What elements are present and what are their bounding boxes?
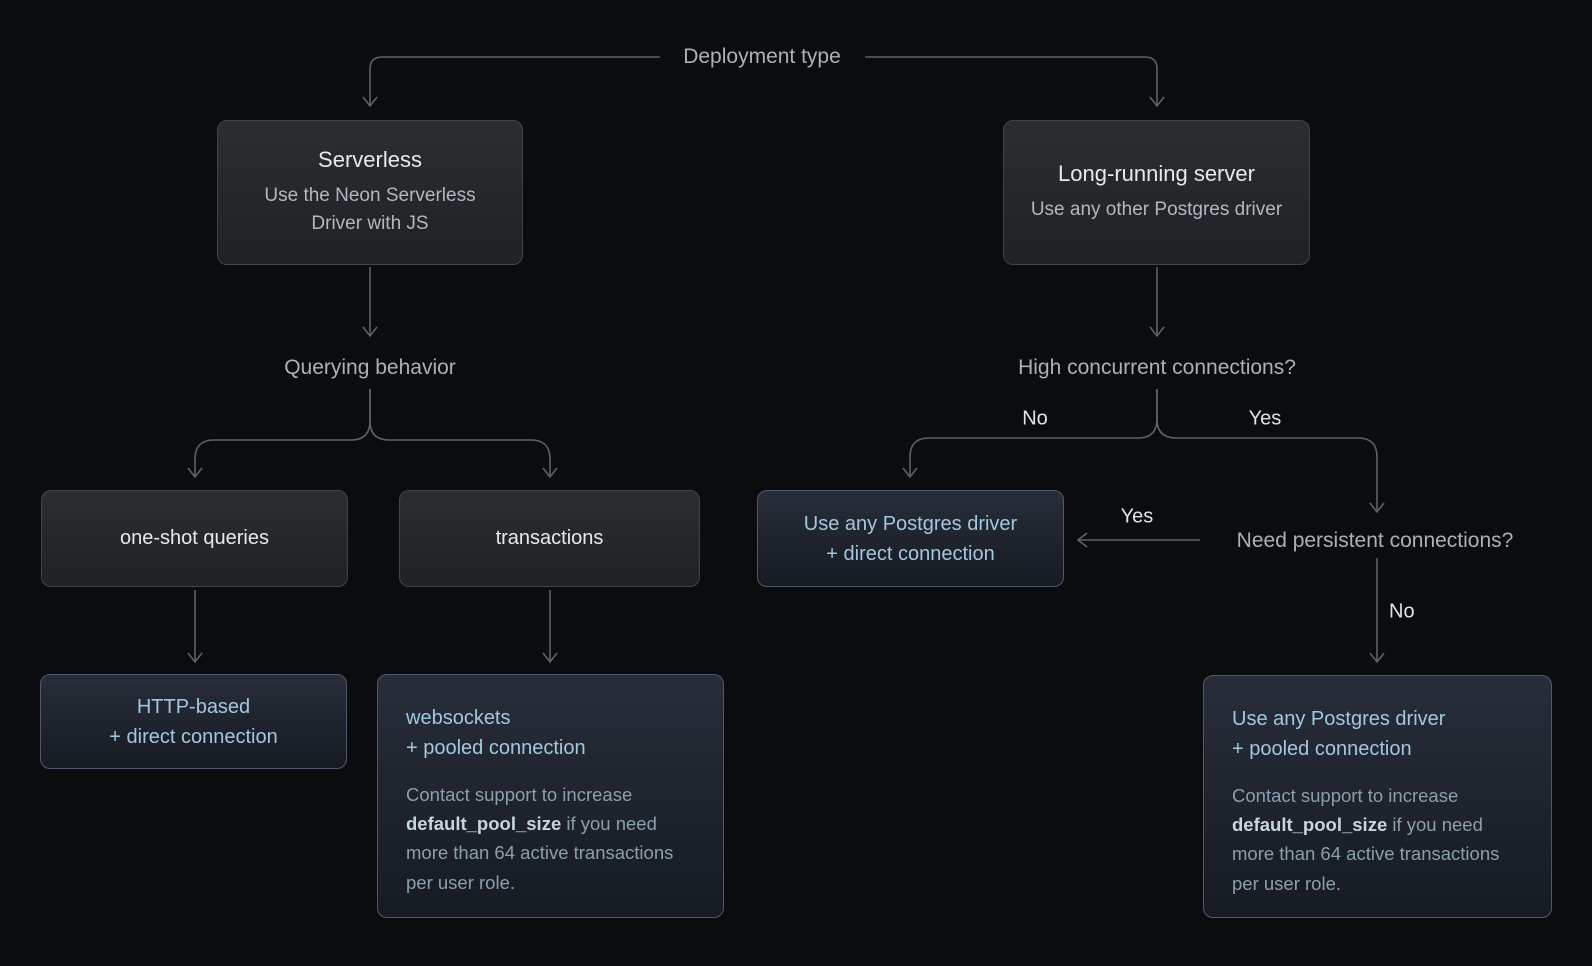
node-websockets-line2: + pooled connection	[406, 737, 586, 759]
edge-deployment-to-longrunning	[865, 56, 1165, 108]
node-one-shot-queries: one-shot queries	[41, 490, 348, 587]
node-serverless: Serverless Use the Neon Serverless Drive…	[217, 120, 523, 265]
edge-querying-to-transactions	[369, 389, 558, 479]
note-post: if you need more than 64 active transact…	[406, 813, 674, 893]
node-pooled-connection: Use any Postgres driver + pooled connect…	[1203, 675, 1552, 918]
node-websockets-pooled: websockets + pooled connection Contact s…	[377, 674, 724, 918]
node-serverless-title: Serverless	[318, 147, 422, 173]
note-post: if you need more than 64 active transact…	[1232, 814, 1500, 894]
node-http-based: HTTP-based + direct connection	[40, 674, 347, 769]
label-high-concurrent-connections: High concurrent connections?	[1018, 356, 1296, 379]
label-persistent-no: No	[1389, 600, 1415, 623]
edge-querying-to-oneshot	[187, 389, 371, 479]
node-http-line2: + direct connection	[109, 725, 278, 748]
note-bold: default_pool_size	[1232, 814, 1388, 836]
note-bold: default_pool_size	[406, 813, 562, 835]
node-transactions-label: transactions	[495, 527, 604, 549]
node-websockets-note: Contact support to increase default_pool…	[406, 780, 695, 897]
node-direct-connection: Use any Postgres driver + direct connect…	[757, 490, 1064, 587]
node-pooled-line2: + pooled connection	[1232, 738, 1412, 760]
node-serverless-subtitle: Use the Neon Serverless Driver with JS	[264, 185, 476, 234]
label-need-persistent-connections: Need persistent connections?	[1236, 529, 1514, 552]
node-long-running-title: Long-running server	[1058, 161, 1255, 187]
node-websockets-line1: websockets	[406, 707, 511, 729]
label-deployment-type: Deployment type	[673, 45, 851, 69]
node-http-line1: HTTP-based	[136, 695, 251, 718]
node-long-running-subtitle: Use any other Postgres driver	[1030, 199, 1283, 221]
node-long-running-server: Long-running server Use any other Postgr…	[1003, 120, 1310, 265]
node-transactions: transactions	[399, 490, 700, 587]
edge-highconcurrent-no-to-direct	[902, 389, 1158, 479]
label-querying-behavior: Querying behavior	[284, 356, 456, 379]
note-pre: Contact support to increase	[1232, 785, 1459, 806]
label-branch-no: No	[1022, 407, 1048, 430]
edge-highconcurrent-yes-to-persistent	[1156, 389, 1385, 514]
node-pooled-line1: Use any Postgres driver	[1232, 708, 1446, 730]
node-direct-line2: + direct connection	[826, 542, 995, 565]
label-persistent-yes: Yes	[1120, 505, 1154, 528]
node-pooled-note: Contact support to increase default_pool…	[1232, 781, 1523, 898]
note-pre: Contact support to increase	[406, 784, 633, 805]
node-direct-line1: Use any Postgres driver	[803, 512, 1018, 535]
node-one-shot-label: one-shot queries	[120, 527, 269, 549]
edge-deployment-to-serverless	[362, 56, 660, 108]
label-branch-yes: Yes	[1248, 407, 1282, 430]
